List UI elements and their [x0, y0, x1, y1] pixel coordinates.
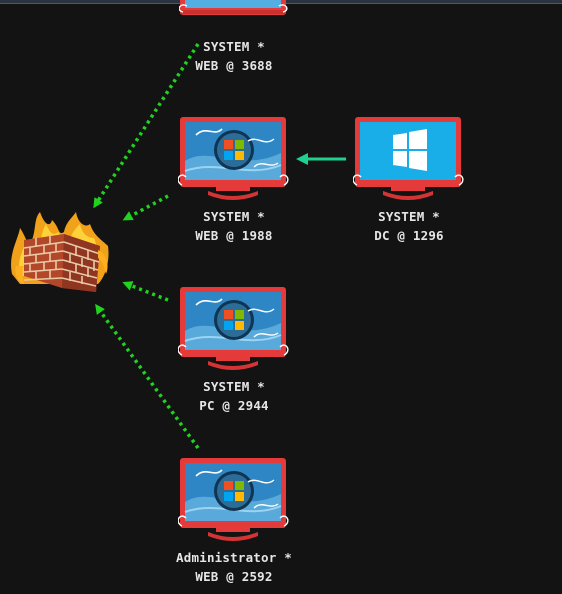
host-node-web-1988[interactable] — [178, 115, 289, 203]
host-name: WEB @ 2592 — [195, 569, 273, 584]
host-user: SYSTEM * — [203, 209, 265, 224]
host-user: SYSTEM * — [203, 39, 265, 54]
host-user: SYSTEM * — [378, 209, 440, 224]
burning-firewall-icon[interactable] — [6, 210, 116, 296]
edge-web-2592-to-firewall — [95, 303, 200, 450]
host-name: PC @ 2944 — [199, 398, 269, 413]
host-user: Administrator * — [176, 550, 292, 565]
host-name: DC @ 1296 — [374, 228, 444, 243]
host-node-pc-2944[interactable] — [178, 285, 289, 373]
host-label-dc-1296: SYSTEM * DC @ 1296 — [319, 207, 499, 245]
host-name: WEB @ 3688 — [195, 58, 273, 73]
host-node-web-3688[interactable] — [179, 0, 289, 20]
windows-7-monitor-icon — [179, 0, 288, 15]
windows-7-monitor-icon — [178, 287, 289, 370]
host-label-web-1988: SYSTEM * WEB @ 1988 — [144, 207, 324, 245]
edge-web-1988-to-firewall — [122, 194, 169, 221]
host-node-web-2592[interactable] — [178, 456, 289, 544]
edge-pc-2944-to-firewall — [122, 281, 169, 302]
host-user: SYSTEM * — [203, 379, 265, 394]
host-node-dc-1296[interactable] — [353, 115, 464, 203]
windows-8-monitor-icon — [353, 117, 464, 200]
host-label-pc-2944: SYSTEM * PC @ 2944 — [144, 377, 324, 415]
windows-7-monitor-icon — [178, 117, 289, 200]
windows-7-monitor-icon — [178, 458, 289, 541]
host-label-web-3688: SYSTEM * WEB @ 3688 — [144, 37, 324, 75]
host-name: WEB @ 1988 — [195, 228, 273, 243]
host-label-web-2592: Administrator * WEB @ 2592 — [144, 548, 324, 586]
